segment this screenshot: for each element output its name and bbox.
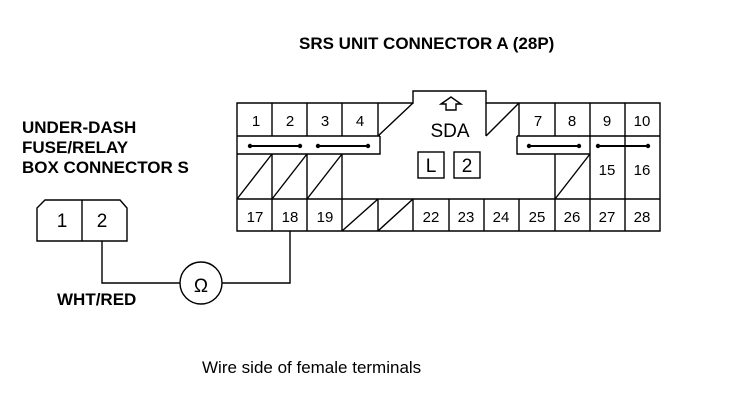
fuse-box-title-line2: FUSE/RELAY	[22, 138, 129, 157]
pin-label: 4	[356, 113, 364, 130]
pin-label: 26	[564, 209, 581, 226]
shorting-bar-3-4	[315, 143, 371, 149]
pin-label: 18	[282, 209, 299, 226]
pin-label: 28	[634, 209, 651, 226]
fuse-box-title-line3: BOX CONNECTOR S	[22, 158, 189, 177]
pin-label: 3	[321, 113, 329, 130]
srs-connector-title: SRS UNIT CONNECTOR A (28P)	[299, 34, 554, 53]
pin-label: 7	[534, 113, 542, 130]
indicator-2: 2	[462, 156, 473, 177]
fuse-box-title-line1: UNDER-DASH	[22, 118, 136, 137]
pin-label: 1	[252, 113, 260, 130]
indicator-l: L	[426, 156, 437, 177]
pin-label: 9	[603, 113, 611, 130]
sda-label: SDA	[430, 121, 469, 142]
pin-label: 27	[599, 209, 616, 226]
pin-label: 10	[634, 113, 651, 130]
pin-label: 24	[493, 209, 510, 226]
shorting-bar-1-2	[247, 143, 303, 149]
pin-label: 23	[458, 209, 475, 226]
pin-label: 15	[599, 162, 616, 179]
shorting-bar-9-10	[595, 143, 651, 149]
pin-label: 16	[634, 162, 651, 179]
ohmmeter-icon: Ω	[179, 261, 223, 305]
pin-label: 1	[57, 211, 68, 232]
pin-label: 2	[97, 211, 108, 232]
svg-text:Ω: Ω	[194, 276, 208, 297]
wire-color-label: WHT/RED	[57, 290, 136, 309]
pin-label: 22	[423, 209, 440, 226]
test-wire	[101, 231, 291, 284]
pin-label: 25	[529, 209, 546, 226]
fuse-box-connector: 1 2	[36, 199, 128, 242]
indicator-l-box	[417, 151, 445, 179]
pin-label: 8	[568, 113, 576, 130]
shorting-bar-7-8	[526, 143, 582, 149]
pin-label: 2	[286, 113, 294, 130]
pin-label: 17	[247, 209, 264, 226]
lock-arrow-icon	[438, 96, 464, 111]
indicator-2-box	[453, 151, 481, 179]
caption: Wire side of female terminals	[202, 358, 421, 377]
pin-label: 19	[317, 209, 334, 226]
srs-connector: SDA L 2 1 2 3 4 7 8 9 10 15 16 17 18 19 …	[236, 90, 661, 232]
